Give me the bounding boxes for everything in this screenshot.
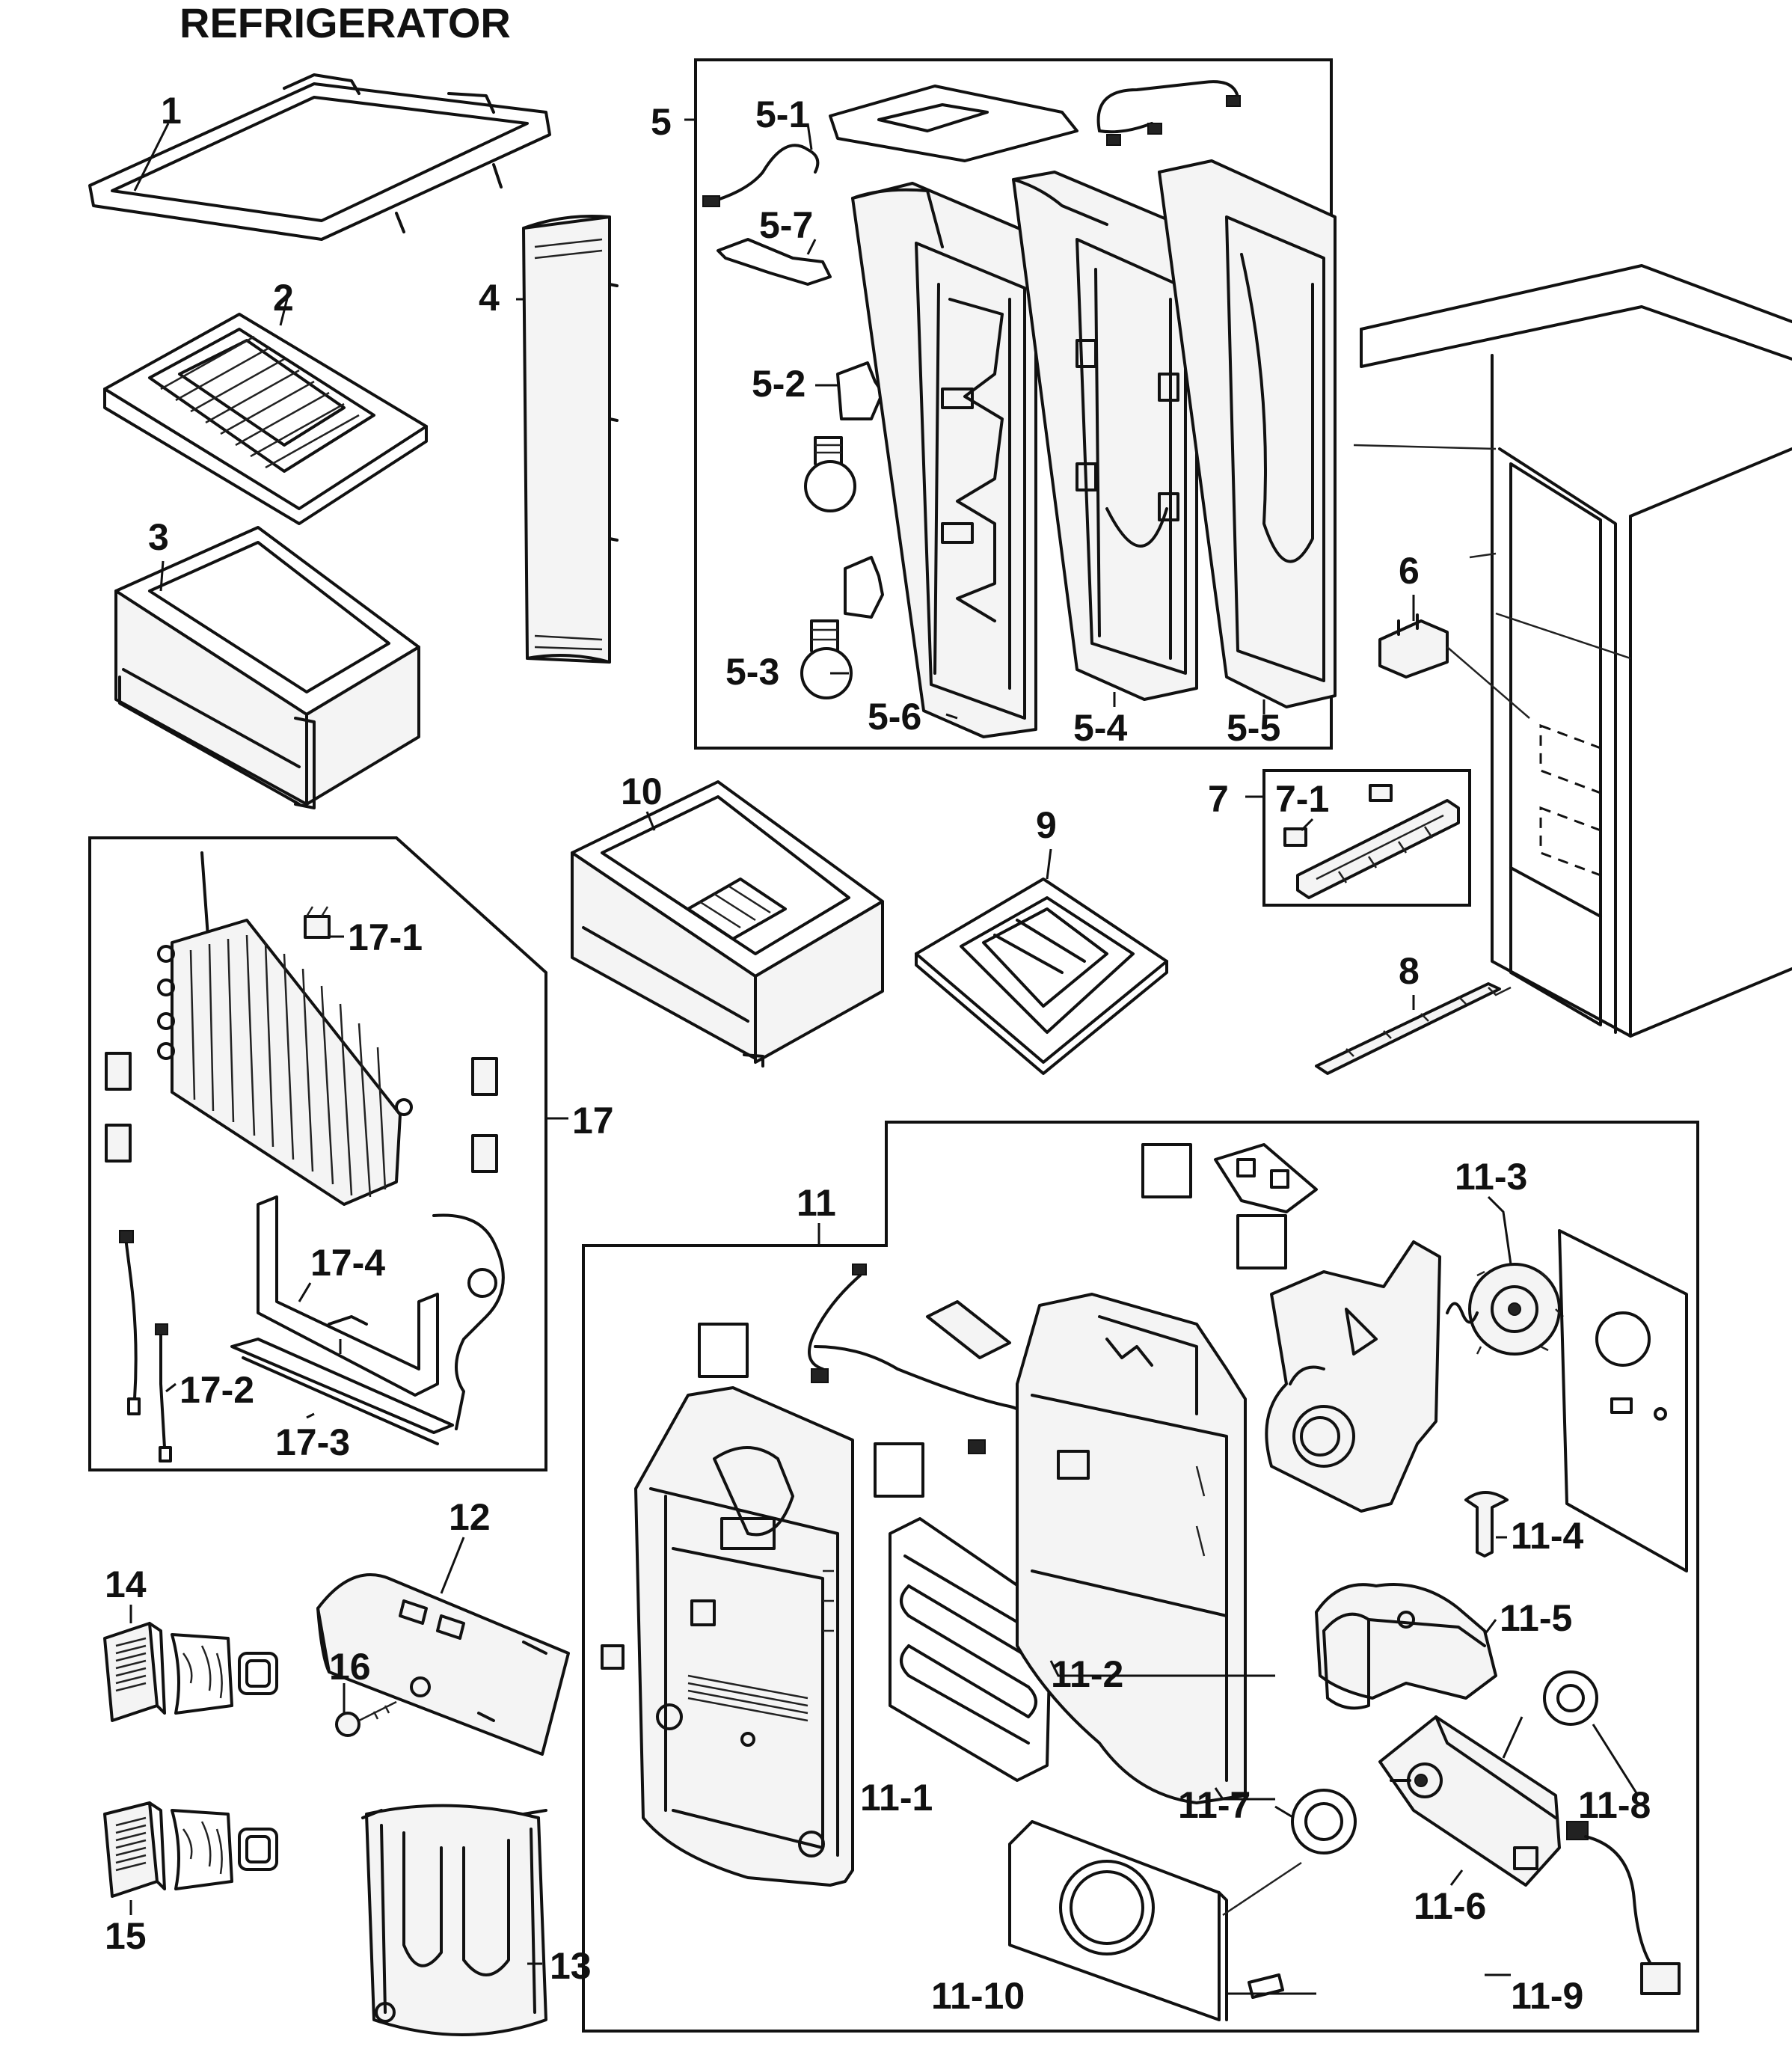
callout-13: 13 [550,1945,592,1987]
part-5-top-seal [829,85,1078,162]
callout-17: 17 [572,1100,614,1142]
part-17-group-frame [88,836,547,1471]
callout-15: 15 [105,1915,147,1957]
part-5-7-bracket [717,238,832,286]
part-5-4-duct-middle [1012,171,1198,701]
refrigerator-cabinet [1353,264,1792,1038]
callout-5-1: 5-1 [755,94,809,135]
part-15-module [103,1801,278,1898]
part-11-9-harness [1566,1821,1681,1995]
part-14-module [103,1622,278,1722]
callout-5: 5 [651,101,672,143]
callout-17-2: 17-2 [179,1369,254,1411]
callout-7: 7 [1208,778,1229,820]
part-4-duct-cover [522,215,619,664]
part-7-rail [1296,799,1460,899]
part-5-3-lamp [800,556,884,699]
part-17-2-wires [119,1230,172,1462]
callout-4: 4 [479,277,500,319]
part-17-evaporator [157,851,413,1206]
callout-5-2: 5-2 [752,363,806,405]
part-5-1-wire [702,144,820,207]
diagram-title: REFRIGERATOR [179,0,511,46]
part-17-pads [105,1052,498,1173]
callout-11-9: 11-9 [1511,1975,1583,2017]
part-17-3-heater [230,1338,454,1445]
callout-11-10: 11-10 [931,1975,1025,2017]
callout-17-4: 17-4 [310,1242,385,1284]
part-1-shelf [88,73,551,241]
part-7-group-frame [1262,769,1471,907]
part-11-1-duct-assembly [601,1386,854,1887]
part-11-housing [1016,1293,1247,1804]
part-11-pads [698,1143,1287,1498]
part-5-5-duct-rear [1158,159,1337,708]
callout-17-1: 17-1 [348,916,423,958]
part-5-6-duct-front [851,182,1037,738]
part-11-harness [808,1264,1035,1454]
callout-5-7: 5-7 [759,204,813,246]
part-11-cover-plate [1558,1229,1688,1572]
part-11-block [926,1300,1011,1359]
callout-11-8: 11-8 [1578,1784,1651,1826]
callout-14: 14 [105,1563,147,1605]
part-11-shroud [1265,1240,1441,1513]
callout-5-6: 5-6 [868,696,921,738]
callout-11-6: 11-6 [1414,1885,1486,1927]
callout-7-1: 7-1 [1275,778,1329,820]
part-11-10-base [1008,1820,1302,2021]
callout-5-5: 5-5 [1227,707,1280,749]
part-16-screw [335,1700,397,1737]
part-10-drawer [571,780,884,1068]
callout-3: 3 [148,516,169,558]
part-17-1-thermostat [304,906,331,939]
callout-9: 9 [1036,804,1057,846]
callout-5-3: 5-3 [725,651,779,693]
part-7-1-clips [1283,784,1393,847]
part-11-3-fan [1446,1263,1564,1356]
callout-10: 10 [621,771,663,812]
callout-8: 8 [1399,950,1420,992]
callout-11-5: 11-5 [1500,1597,1572,1639]
callout-11-7: 11-7 [1178,1784,1251,1826]
part-9-shelf-panel [915,877,1168,1075]
callout-1: 1 [161,90,182,132]
part-3-crisper-drawer [114,526,420,809]
part-6-clip [1378,613,1530,719]
callout-11-3: 11-3 [1455,1156,1527,1198]
part-8-rail [1315,982,1512,1075]
part-11-group-frame [582,1121,1699,2033]
part-11-7-grommet [1291,1789,1357,1854]
callout-16: 16 [329,1646,371,1688]
callout-labels: 1 2 3 4 5 5-1 5-7 5-2 5-3 5-6 5-4 5-5 6 … [105,90,1651,2017]
part-5-harness [1096,80,1241,146]
part-2-cover [103,313,428,525]
callout-11-2: 11-2 [1051,1653,1123,1695]
part-17-4-drain-pan [257,1195,505,1430]
callout-2: 2 [273,277,294,319]
callout-11: 11 [797,1182,836,1224]
callout-12: 12 [449,1496,491,1538]
part-11-8-grommet [1543,1670,1598,1726]
part-12-control-panel [316,1573,570,1756]
callout-5-4: 5-4 [1073,707,1127,749]
part-11-4-screw [1464,1491,1509,1558]
callout-6: 6 [1399,550,1420,592]
part-11-5-cover [1315,1583,1497,1710]
leader-lines [129,118,1639,1995]
part-11-cap [1214,1143,1318,1213]
callout-11-1: 11-1 [860,1777,933,1819]
part-11-6-fan-motor [1378,1715,1561,1887]
callout-17-3: 17-3 [275,1421,350,1463]
part-13-reservoir [361,1804,547,2036]
callout-11-4: 11-4 [1511,1515,1584,1557]
